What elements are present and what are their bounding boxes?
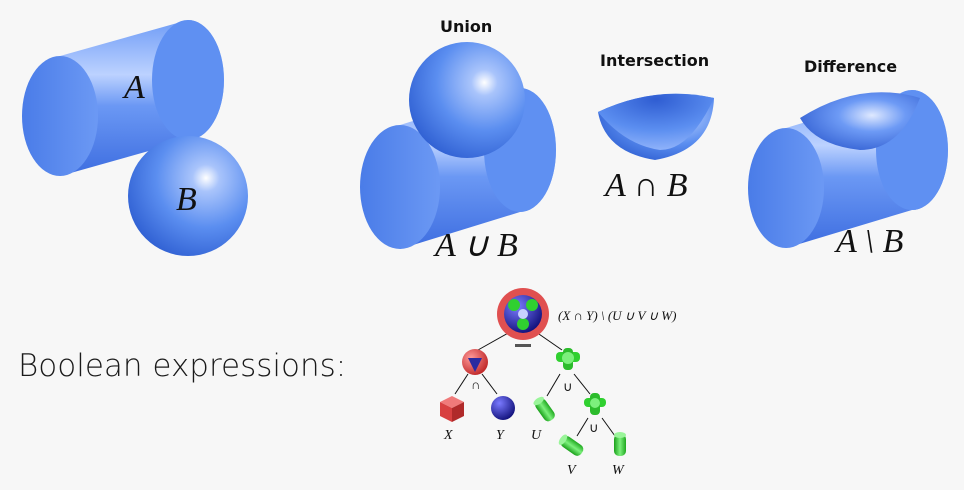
difference-title: Difference: [804, 57, 897, 76]
tree-intersect-node: [462, 349, 488, 375]
sphere-b: B: [128, 136, 248, 256]
leaf-w-cylinder: [614, 432, 626, 456]
csg-tree: (X ∩ Y) \ (U ∪ V ∪ W) ∩ ∪ X Y U: [440, 288, 676, 478]
tree-root-expr: (X ∩ Y) \ (U ∪ V ∪ W): [558, 308, 676, 323]
intersection-shape: Intersection A ∩ B: [598, 51, 714, 204]
tree-op-intersect: ∩: [471, 377, 480, 392]
edge-union-sub: [573, 373, 591, 395]
union-title: Union: [440, 17, 492, 36]
boolean-expressions-caption: Boolean expressions:: [18, 348, 346, 384]
edge-union-u: [546, 373, 561, 397]
leaf-v-label: V: [567, 463, 577, 478]
tree-op-union1: ∪: [563, 379, 573, 394]
edge-root-right: [535, 331, 563, 351]
tree-root-node: [497, 288, 549, 347]
union-shape: Union A ∪ B: [360, 17, 556, 264]
leaf-u-label: U: [531, 428, 542, 443]
edge-union2-v: [576, 417, 589, 437]
edge-root-left: [477, 331, 511, 351]
intersection-expr: A ∩ B: [603, 167, 688, 204]
leaf-x-cube: [440, 396, 464, 422]
tree-op-union2: ∪: [589, 420, 599, 435]
label-a: A: [122, 69, 145, 106]
difference-shape: Difference A \ B: [748, 57, 948, 260]
leaf-v-cylinder: [558, 434, 584, 456]
leaf-y-label: Y: [496, 428, 506, 443]
union-expr: A ∪ B: [433, 227, 518, 264]
leaf-x-label: X: [443, 428, 453, 443]
leaf-y-sphere: [491, 396, 515, 420]
leaf-u-cylinder: [533, 396, 555, 422]
edge-union2-w: [601, 417, 616, 437]
tree-union2-node: [584, 393, 606, 415]
difference-op-bar: [515, 344, 531, 347]
tree-union-node: [556, 348, 580, 370]
edge-intersect-y: [481, 373, 498, 395]
leaf-w-label: W: [612, 463, 625, 478]
edge-intersect-x: [454, 373, 469, 395]
intersection-title: Intersection: [600, 51, 709, 70]
cylinder-a: A: [22, 20, 224, 176]
difference-expr: A \ B: [834, 223, 904, 260]
label-b: B: [176, 181, 197, 218]
